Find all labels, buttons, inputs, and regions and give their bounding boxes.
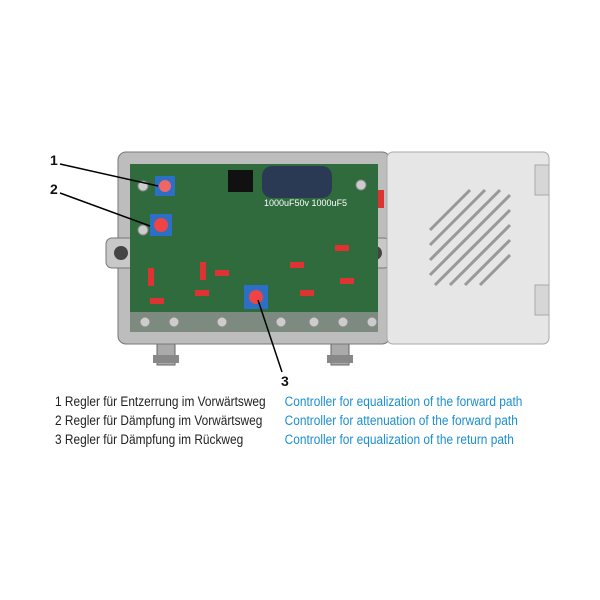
callout-line-3	[257, 299, 283, 373]
potentiometer-3	[244, 285, 268, 309]
legend-english: Controller for equalization of the forwa…	[284, 394, 523, 409]
legend-english: Controller for equalization of the retur…	[284, 432, 514, 447]
callout-line-2	[59, 192, 151, 227]
legend-german: 2 Regler für Dämpfung im Vorwärtsweg	[55, 413, 263, 428]
legend-row: 3 Regler für Dämpfung im Rückweg Control…	[55, 430, 522, 449]
legend: 1 Regler für Entzerrung im Vorwärtsweg C…	[55, 392, 522, 449]
callout-label-2: 2	[50, 181, 58, 197]
callout-line-1	[59, 163, 159, 187]
callout-label-3: 3	[281, 373, 289, 389]
capacitor: 1000uF50v 1000uF5	[262, 166, 347, 208]
screws	[137, 179, 378, 328]
resistors	[148, 190, 384, 304]
potentiometer-1	[155, 176, 175, 196]
grey-cover	[386, 151, 550, 345]
potentiometer-2	[150, 214, 172, 236]
legend-german: 1 Regler für Entzerrung im Vorwärtsweg	[55, 394, 266, 409]
coax-port-right	[327, 339, 353, 366]
capacitor-label: 1000uF50v 1000uF5	[264, 198, 347, 208]
legend-english: Controller for attenuation of the forwar…	[284, 413, 518, 428]
legend-row: 2 Regler für Dämpfung im Vorwärtsweg Con…	[55, 411, 522, 430]
legend-row: 1 Regler für Entzerrung im Vorwärtsweg C…	[55, 392, 522, 411]
legend-german: 3 Regler für Dämpfung im Rückweg	[55, 432, 244, 447]
callout-label-1: 1	[50, 152, 58, 168]
